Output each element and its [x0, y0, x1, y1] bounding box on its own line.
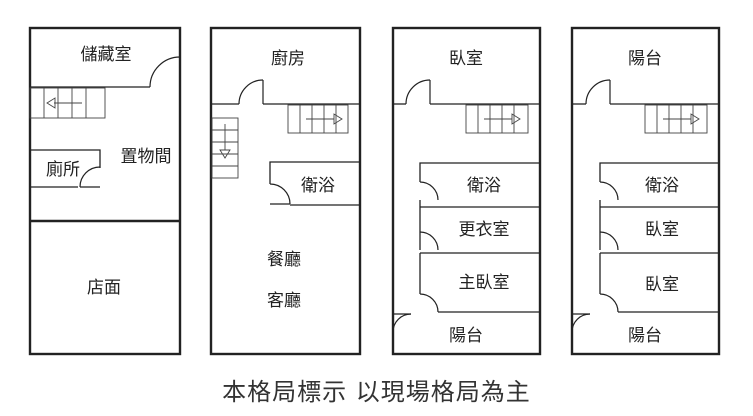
door-swing [238, 79, 264, 105]
door-swing [419, 231, 439, 251]
floor-1-plan: 儲藏室 置物間 廁所 店面 [28, 26, 182, 356]
floor-2-outline [209, 26, 362, 356]
room-label-toilet: 廁所 [46, 159, 80, 180]
room-label-balcony: 陽台 [449, 326, 483, 346]
floor-4-outline [570, 26, 721, 356]
door-swing [599, 231, 619, 251]
door-swing [419, 293, 439, 313]
room-label-storage: 儲藏室 [81, 45, 132, 65]
room-label-storefront: 店面 [87, 278, 121, 298]
staircase [644, 104, 708, 134]
door-swing [149, 56, 181, 88]
room-label-master-bedroom: 主臥室 [459, 273, 510, 293]
room-label-bathroom: 衛浴 [301, 176, 335, 196]
room-label-living: 客廳 [267, 291, 301, 311]
floor-2-plan: 廚房 衛浴 餐廳 客廳 [209, 26, 362, 356]
door-swing [585, 79, 611, 105]
stair-arrow-icon [219, 149, 231, 159]
door-swing [599, 181, 619, 201]
room-label-dressing: 更衣室 [459, 220, 510, 240]
floor-3-outline [391, 26, 542, 356]
door-swing [392, 313, 412, 333]
staircase-vertical [211, 117, 239, 179]
room-label-dining: 餐廳 [267, 250, 301, 270]
floor-plan-diagram: 儲藏室 置物間 廁所 店面 [28, 26, 721, 356]
room-label-balcony: 陽台 [628, 49, 662, 69]
door-swing [599, 293, 619, 313]
room-label-bathroom: 衛浴 [645, 176, 679, 196]
staircase [29, 87, 106, 119]
door-swing [571, 313, 591, 333]
floor-1-outline [28, 26, 182, 356]
floor-4-plan: 陽台 衛浴 臥室 臥室 陽台 [570, 26, 721, 356]
disclaimer-caption: 本格局標示 以現場格局為主 [222, 378, 531, 406]
room-label-kitchen: 廚房 [271, 48, 305, 69]
toilet-wall [30, 149, 101, 168]
room-label-bedroom: 臥室 [645, 220, 679, 240]
door-swing [405, 79, 431, 105]
room-label-balcony: 陽台 [628, 326, 662, 346]
door-swing [419, 181, 439, 201]
staircase [465, 104, 529, 134]
staircase [287, 104, 349, 134]
room-label-bedroom: 臥室 [449, 49, 483, 69]
bathroom-wall [269, 161, 360, 184]
stair-arrow-icon [333, 113, 343, 125]
door-swing [269, 183, 291, 205]
stair-arrow-icon [511, 113, 521, 125]
door-swing [79, 166, 101, 188]
stair-arrow-icon [46, 97, 56, 109]
stair-arrow-icon [690, 113, 700, 125]
room-label-bedroom: 臥室 [645, 275, 679, 295]
room-label-bathroom: 衛浴 [467, 176, 501, 196]
floor-3-plan: 臥室 衛浴 更衣室 主臥室 陽台 [391, 26, 542, 356]
room-label-storeroom: 置物間 [121, 147, 172, 167]
